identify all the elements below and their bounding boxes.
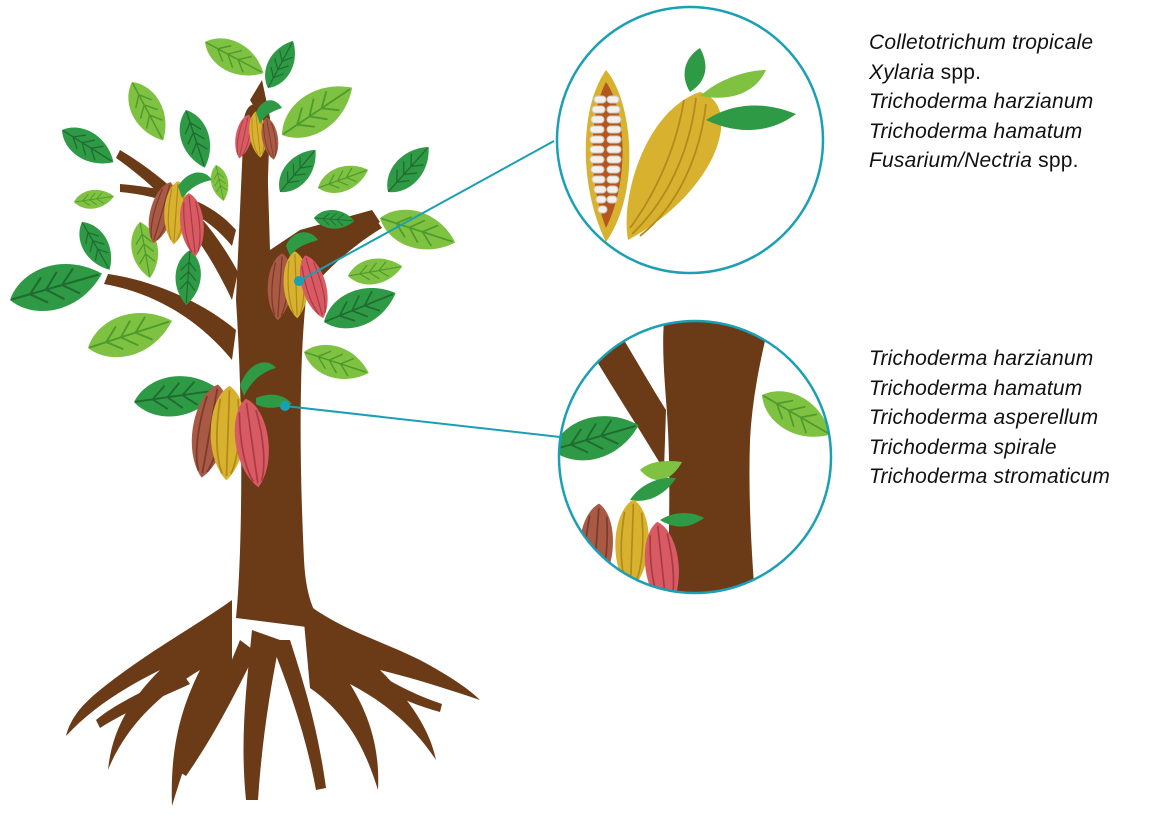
species-item: Fusarium/Nectria spp.: [869, 146, 1093, 176]
species-name: Trichoderma stromaticum: [869, 465, 1110, 488]
species-name: Trichoderma harzianum: [869, 347, 1093, 370]
species-item: Xylaria spp.: [869, 58, 1093, 88]
species-name: Colletotrichum tropicale: [869, 31, 1093, 54]
species-item: Trichoderma harzianum: [869, 87, 1093, 117]
pod-callout-dot: [294, 276, 304, 286]
trunk-callout-dot: [280, 401, 290, 411]
trunk-zoom-circle: [546, 320, 839, 614]
tree-leaves: [4, 29, 461, 422]
trunk-callout-line: [285, 406, 560, 437]
tree-roots: [66, 600, 480, 806]
species-name: Xylaria: [869, 61, 935, 84]
species-name: Trichoderma spirale: [869, 436, 1057, 459]
species-item: Trichoderma spirale: [869, 433, 1110, 463]
species-suffix: spp.: [935, 61, 982, 84]
species-name: Trichoderma hamatum: [869, 377, 1082, 400]
species-item: Trichoderma asperellum: [869, 403, 1110, 433]
species-suffix: spp.: [1032, 149, 1079, 172]
species-item: Trichoderma hamatum: [869, 374, 1110, 404]
species-name: Trichoderma asperellum: [869, 406, 1098, 429]
species-name: Trichoderma harzianum: [869, 90, 1093, 113]
species-item: Trichoderma hamatum: [869, 117, 1093, 147]
species-item: Trichoderma stromaticum: [869, 462, 1110, 492]
pod-zoom-circle: [557, 7, 823, 273]
species-name: Fusarium/Nectria: [869, 149, 1032, 172]
species-item: Trichoderma harzianum: [869, 344, 1110, 374]
species-item: Colletotrichum tropicale: [869, 28, 1093, 58]
species-name: Trichoderma hamatum: [869, 120, 1082, 143]
